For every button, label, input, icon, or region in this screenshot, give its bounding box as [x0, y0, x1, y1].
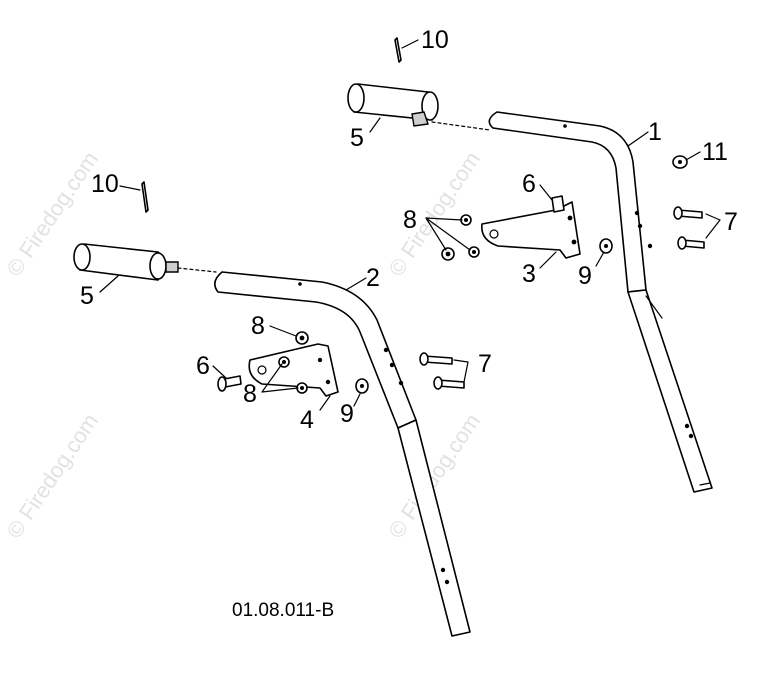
callout-7: 7	[724, 208, 738, 236]
callout-3: 3	[522, 260, 536, 288]
pin-10-right	[394, 37, 402, 63]
callout-6: 6	[196, 352, 210, 380]
callout-8: 8	[243, 380, 257, 408]
callout-6: 6	[522, 170, 536, 198]
grip-5-right	[347, 83, 491, 131]
callout-4: 4	[300, 406, 314, 434]
callout-1: 1	[648, 118, 662, 146]
callout-8: 8	[251, 312, 265, 340]
pin-10-left	[141, 181, 149, 213]
callout-11: 11	[702, 138, 728, 166]
callout-labels: 10 5 1 11 6 8 7 3 9 10 2 5 8 6 7 8 4 9	[80, 26, 738, 434]
handle-1	[488, 111, 713, 493]
callout-5: 5	[350, 124, 364, 152]
callout-9: 9	[340, 400, 354, 428]
watermark: © Firedog.com	[383, 147, 485, 281]
callout-5: 5	[80, 282, 94, 310]
callout-8: 8	[403, 206, 417, 234]
diagram-code: 01.08.011-B	[232, 600, 334, 621]
leader-lines	[99, 39, 721, 411]
bracket-3	[481, 201, 581, 259]
watermark: © Firedog.com	[1, 409, 103, 543]
callout-7: 7	[478, 350, 492, 378]
callout-2: 2	[366, 264, 380, 292]
grip-5-left	[73, 243, 217, 281]
callout-10: 10	[421, 26, 449, 54]
callout-9: 9	[578, 262, 592, 290]
handle-2	[214, 271, 471, 637]
bolt-6-right	[551, 195, 565, 213]
callout-10: 10	[91, 170, 119, 198]
hardware	[141, 37, 705, 394]
bracket-4	[248, 343, 339, 397]
